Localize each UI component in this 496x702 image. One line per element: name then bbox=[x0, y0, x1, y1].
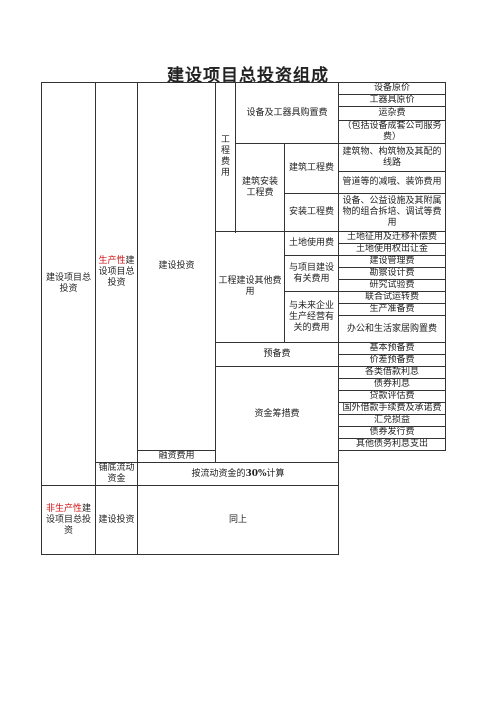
liquid-fund-note: 按流动资金的30%计算 bbox=[137, 462, 339, 486]
finance-item: 各类借款利息 bbox=[338, 366, 446, 379]
future-item-1: 联合试运转费 bbox=[338, 291, 446, 304]
equipment-original-price: 设备原价 bbox=[338, 82, 446, 95]
finance-item: 其他债务利息支出 bbox=[338, 438, 446, 451]
land-fee-cell: 土地使用费 bbox=[284, 231, 339, 256]
land-item-1: 土地征用及迁移补偿费 bbox=[338, 231, 446, 244]
building-item-2: 管道等的减哦、装饰费用 bbox=[338, 171, 446, 194]
reserve-item-2: 价差预备费 bbox=[338, 354, 446, 367]
liquid-note-percent: 30% bbox=[245, 468, 267, 479]
installing-fee-cell: 安装工程费 bbox=[284, 193, 339, 232]
building-fee-cell: 建筑工程费 bbox=[284, 143, 339, 194]
installing-item-1: 设备、公益设施及其附属物的组合拆培、调试等费用 bbox=[338, 193, 446, 232]
finance-item: 贷款评估费 bbox=[338, 390, 446, 403]
nonproductive-label-red: 非生产性 bbox=[45, 503, 82, 514]
future-item-3: 办公和生活家居购置费 bbox=[338, 315, 446, 343]
future-item-2: 生产准备费 bbox=[338, 303, 446, 316]
installation-fee-cell: 建筑安装工程费 bbox=[235, 143, 285, 232]
liquid-note-suffix: 计算 bbox=[266, 468, 285, 479]
same-as-above-cell: 同上 bbox=[137, 485, 339, 555]
future-fee-cell: 与未来企业生产经营有关的费用 bbox=[284, 291, 339, 343]
productive-cell: 生产性建设项目总投资 bbox=[95, 82, 138, 463]
construction-investment-cell-2: 建设投资 bbox=[95, 485, 138, 555]
freight-fee-note: （包括设备成套公司服务费） bbox=[338, 120, 446, 144]
project-item-2: 勘察设计费 bbox=[338, 267, 446, 280]
project-fee-cell: 与项目建设有关费用 bbox=[284, 255, 339, 292]
construction-investment-cell: 建设投资 bbox=[137, 82, 216, 451]
total-investment-cell: 建设项目总投资 bbox=[41, 82, 96, 486]
productive-label-red: 生产性 bbox=[98, 256, 126, 266]
finance-item: 债券利息 bbox=[338, 378, 446, 391]
finance-fee-cell: 资金筹措费 bbox=[215, 366, 339, 463]
tool-original-price: 工器具原价 bbox=[338, 94, 446, 107]
finance-item: 债券发行费 bbox=[338, 426, 446, 439]
other-fee-cell: 工程建设其他费用 bbox=[215, 231, 285, 343]
engineering-fee-cell: 工程费用 bbox=[215, 82, 236, 232]
finance-item: 国外借款手续费及承诺费 bbox=[338, 402, 446, 415]
equipment-fee-cell: 设备及工器具购置费 bbox=[235, 82, 339, 144]
finance-item: 汇兑损益 bbox=[338, 414, 446, 427]
liquid-fund-cell: 铺底流动资金 bbox=[95, 462, 138, 486]
project-item-3: 研究试验费 bbox=[338, 279, 446, 292]
project-item-1: 建设管理费 bbox=[338, 255, 446, 268]
page-title: 建设项目总投资组成 bbox=[167, 66, 329, 86]
investment-composition-table: 建设项目总投资 生产性建设项目总投资 建设投资 工程费用 设备及工器具购置费 设… bbox=[41, 82, 446, 555]
nonproductive-label-rest: 建设项目总投资 bbox=[45, 503, 92, 536]
freight-fee: 运杂费 bbox=[338, 106, 446, 121]
land-item-2: 土地使用权出让金 bbox=[338, 243, 446, 256]
nonproductive-cell: 非生产性建设项目总投资 bbox=[41, 485, 96, 555]
finance-item: 融资费用 bbox=[137, 450, 216, 463]
reserve-item-1: 基本预备费 bbox=[338, 342, 446, 355]
reserve-fee-cell: 预备费 bbox=[215, 342, 339, 367]
liquid-note-prefix: 按流动资金的 bbox=[191, 468, 246, 479]
building-item-1: 建筑物、构筑物及其配的线路 bbox=[338, 143, 446, 172]
productive-label-rest: 建设项目总投资 bbox=[98, 256, 135, 288]
